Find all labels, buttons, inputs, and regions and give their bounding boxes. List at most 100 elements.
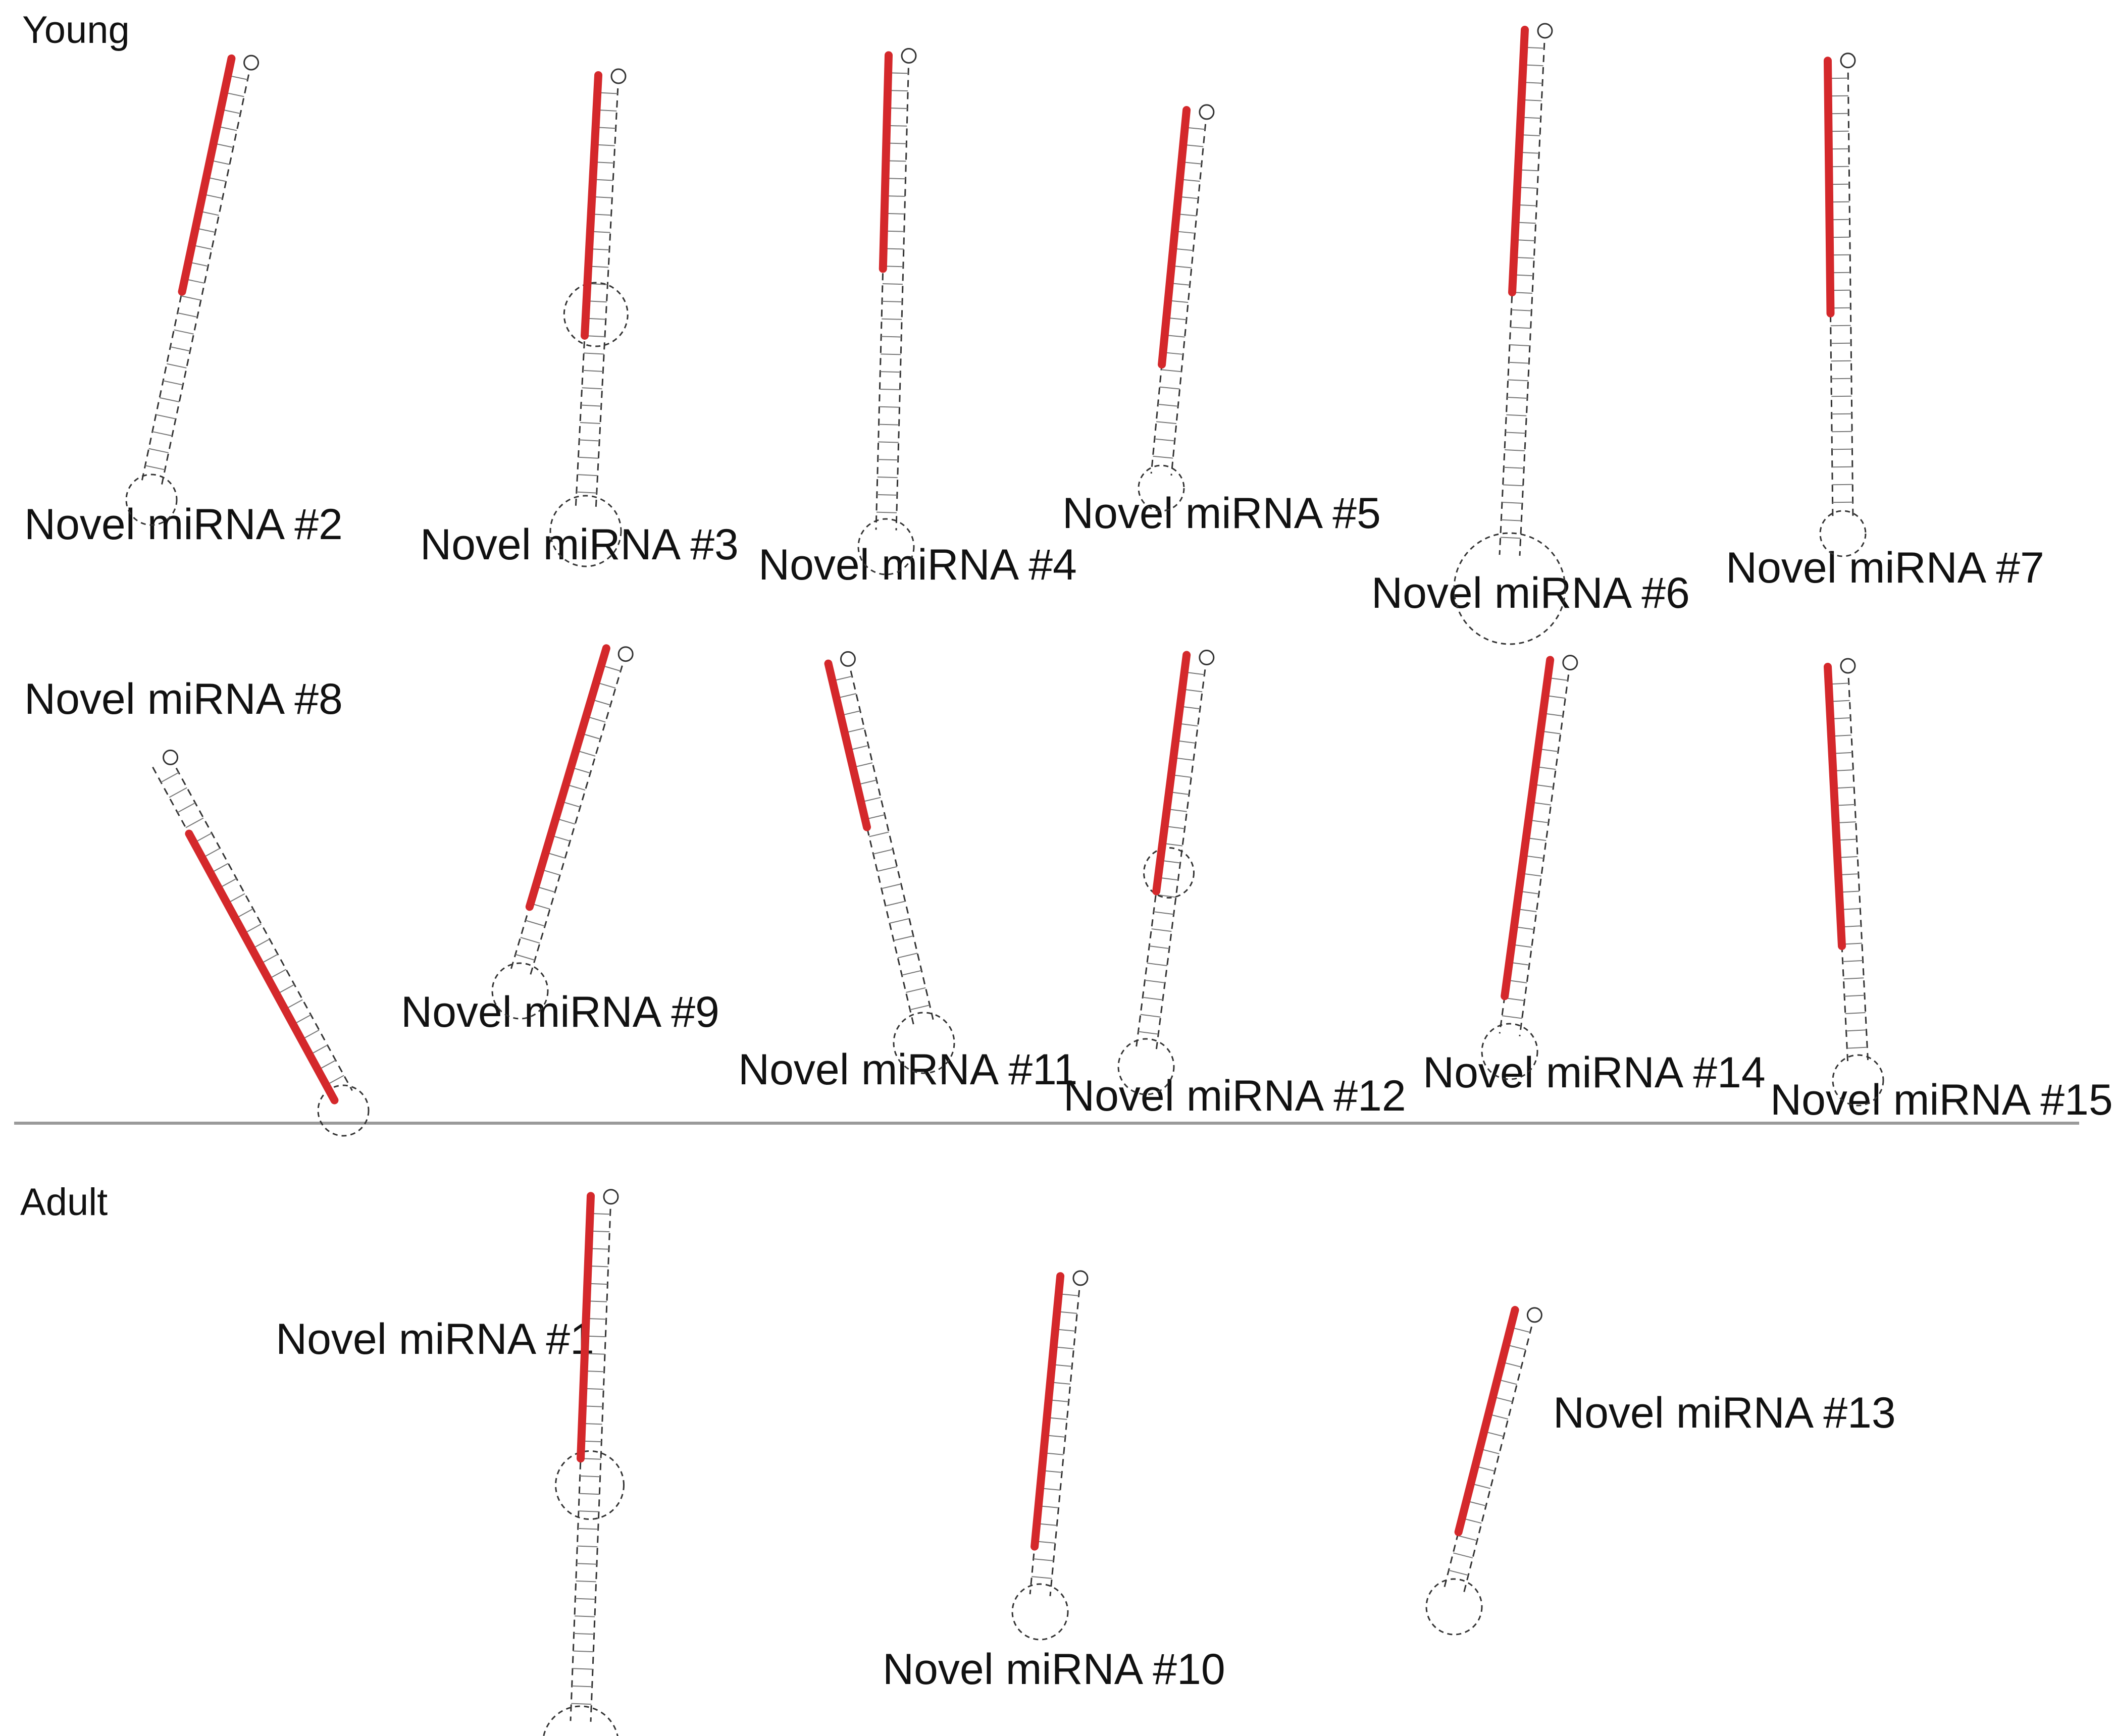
label-mirna-7: Novel miRNA #7	[1726, 544, 2044, 592]
base-pair	[1159, 386, 1180, 390]
base-pair	[515, 954, 535, 961]
label-mirna-1: Novel miRNA #1	[276, 1315, 594, 1363]
five-prime-marker	[617, 646, 634, 662]
base-pair	[880, 388, 900, 391]
base-pair	[177, 312, 197, 318]
terminal-loop	[549, 495, 622, 567]
hairpin-m8	[152, 749, 370, 1137]
base-pair	[1847, 1046, 1868, 1049]
five-prime-marker	[1840, 658, 1856, 674]
terminal-loop	[1481, 1023, 1538, 1080]
terminal-loop	[1011, 1583, 1069, 1641]
base-pair	[1156, 421, 1177, 425]
base-pair	[576, 491, 597, 494]
base-pair	[885, 901, 906, 907]
five-prime-marker	[1526, 1307, 1542, 1323]
base-pair	[1145, 979, 1165, 983]
base-pair	[1509, 361, 1529, 364]
base-pair	[174, 329, 194, 335]
base-pair	[145, 465, 165, 470]
mature-strand	[577, 1192, 595, 1463]
base-pair	[520, 936, 540, 944]
base-pair	[578, 1510, 599, 1512]
label-mirna-3: Novel miRNA #3	[420, 520, 739, 569]
hairpin-m7	[1819, 52, 1867, 557]
mature-strand	[1030, 1272, 1065, 1551]
hairpin-m3	[549, 68, 629, 567]
terminal-loop	[1832, 1054, 1884, 1107]
base-pair	[1844, 994, 1865, 997]
base-pair	[1140, 1014, 1161, 1018]
label-mirna-9: Novel miRNA #9	[401, 988, 719, 1036]
five-prime-marker	[840, 651, 856, 667]
terminal-loop	[1425, 1578, 1483, 1636]
base-pair	[877, 866, 897, 872]
internal-loop	[563, 282, 629, 347]
base-pair	[1501, 519, 1522, 521]
base-pair	[161, 772, 179, 783]
base-pair	[1502, 502, 1523, 504]
label-mirna-8: Novel miRNA #8	[24, 675, 343, 723]
backbone-strand	[595, 76, 620, 511]
mature-strand	[178, 54, 236, 296]
five-prime-marker	[1072, 1270, 1089, 1286]
section-label-young: Young	[22, 9, 130, 51]
backbone-strand	[1847, 665, 1869, 1065]
label-mirna-4: Novel miRNA #4	[758, 541, 1077, 589]
hairpin-m11	[824, 651, 955, 1074]
label-mirna-2: Novel miRNA #2	[24, 500, 343, 549]
hairpin-m10	[1011, 1270, 1089, 1641]
base-pair	[170, 346, 190, 352]
label-mirna-10: Novel miRNA #10	[883, 1645, 1225, 1694]
five-prime-marker	[1537, 23, 1553, 39]
base-pair	[152, 431, 173, 437]
five-prime-marker	[901, 48, 917, 64]
internal-loop	[1143, 847, 1195, 899]
base-pair	[572, 1685, 592, 1688]
base-pair	[1500, 537, 1521, 539]
base-pair	[177, 802, 196, 813]
base-pair	[1453, 1552, 1473, 1559]
base-pair	[582, 387, 602, 390]
hairpin-m4	[857, 48, 917, 575]
five-prime-marker	[610, 68, 627, 84]
base-pair	[897, 953, 918, 959]
backbone-strand	[161, 62, 252, 487]
base-pair	[906, 987, 926, 993]
base-pair	[1503, 484, 1523, 487]
base-pair	[577, 474, 598, 477]
base-pair	[181, 295, 201, 301]
base-pair	[1507, 397, 1528, 399]
backbone-strand	[1519, 662, 1571, 1036]
five-prime-marker	[603, 1189, 619, 1205]
terminal-loop	[857, 518, 915, 575]
base-pair	[573, 1650, 594, 1653]
base-pair	[1154, 438, 1175, 442]
base-pair	[159, 397, 180, 403]
backbone-strand	[895, 56, 910, 531]
section-divider	[14, 1122, 2079, 1125]
internal-loop	[555, 1450, 625, 1520]
base-pair	[1511, 309, 1532, 311]
five-prime-marker	[243, 55, 260, 71]
hairpin-m15	[1824, 658, 1884, 1107]
mature-strand	[1152, 651, 1191, 896]
mature-strand	[1454, 1306, 1519, 1537]
terminal-loop	[1138, 464, 1185, 512]
base-pair	[571, 1703, 592, 1705]
base-pair	[1505, 432, 1526, 434]
base-pair	[1502, 1015, 1522, 1019]
hairpin-m9	[491, 644, 634, 1020]
base-pair	[584, 352, 604, 355]
base-pair	[1153, 455, 1173, 459]
base-pair	[575, 1598, 596, 1600]
mature-strand	[1824, 57, 1835, 318]
base-pair	[1147, 962, 1167, 966]
mature-strand	[185, 829, 339, 1104]
base-pair	[1153, 911, 1174, 915]
hairpin-m2	[125, 54, 260, 526]
mature-strand	[879, 51, 893, 273]
base-pair	[1143, 996, 1163, 1001]
